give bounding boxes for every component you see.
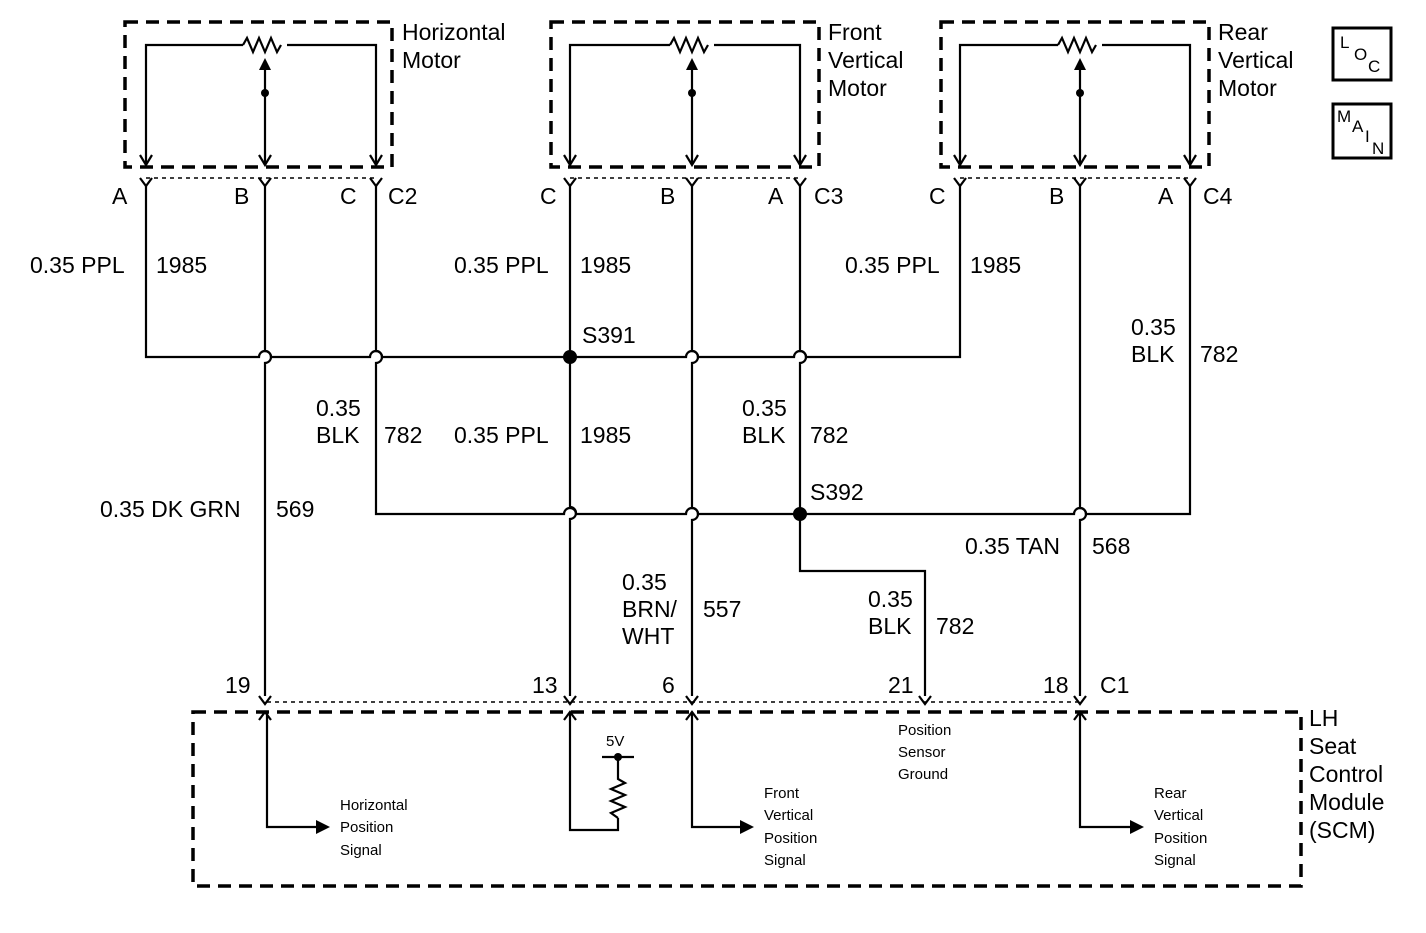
c2-pin-b: B [234,183,249,209]
rear-vertical-motor [939,20,1211,169]
main-badge: M A I N [1331,102,1393,160]
wire-tan-568 [1078,186,1088,696]
c1-pin-6: 6 [662,672,675,698]
connector-c1 [258,695,1087,721]
svg-text:O: O [1354,45,1367,64]
c3-name: C3 [814,183,843,209]
svg-text:M: M [1337,107,1351,126]
five-volt-label: 5V [606,733,624,750]
c3-pin-b: B [660,183,675,209]
front-vertical-motor [549,20,821,169]
wire-circuit-ppl-b: 1985 [580,252,631,278]
wire-blk-782 [374,186,1192,516]
horizontal-motor [123,20,394,169]
svg-text:N: N [1372,139,1384,158]
splice-s392-label: S392 [810,479,864,505]
wire-ppl-1985-module [568,186,578,696]
wire-ppl-1985 [144,186,962,359]
c1-pin-18: 18 [1043,672,1069,698]
wire-dkgrn-569 [263,186,273,696]
c1-pin-21: 21 [888,672,914,698]
wire-blk-782-module [798,186,927,696]
wire-circuit-blk-c: 782 [810,422,848,448]
wire-label-tan: 0.35 TAN [965,533,1060,559]
c2-pin-c: C [340,183,357,209]
svg-text:C: C [1368,57,1380,76]
wire-circuit-blk-d: 782 [936,613,974,639]
wire-label-ppl-c: 0.35 PPL [845,252,940,278]
wire-circuit-ppl-c: 1985 [970,252,1021,278]
c1-name: C1 [1100,672,1129,698]
wire-label-ppl-b: 0.35 PPL [454,252,549,278]
splice-s391-label: S391 [582,322,636,348]
wire-brnwht-557 [690,186,700,696]
wire-circuit-tan: 568 [1092,533,1130,559]
wire-circuit-blk-b: 782 [384,422,422,448]
wire-label-dkgrn: 0.35 DK GRN [100,496,241,522]
svg-text:A: A [1352,117,1364,136]
horizontal-signal-path [265,712,330,834]
svg-text:L: L [1340,33,1349,52]
wire-circuit-dkgrn: 569 [276,496,314,522]
c2-pin-a: A [112,183,128,209]
splice-s392 [793,507,807,521]
c4-pin-c: C [929,183,946,209]
wire-label-ppl-a: 0.35 PPL [30,252,125,278]
svg-text:I: I [1365,127,1370,146]
five-volt-pullup [568,712,634,832]
c4-pin-a: A [1158,183,1174,209]
splice-s391 [563,350,577,364]
wire-circuit-ppl-a: 1985 [156,252,207,278]
c4-pin-b: B [1049,183,1064,209]
front-signal-path [690,712,754,834]
c1-pin-13: 13 [532,672,558,698]
c2-name: C2 [388,183,417,209]
wire-circuit-ppl-d: 1985 [580,422,631,448]
wire-label-ppl-d: 0.35 PPL [454,422,549,448]
wire-circuit-brnwht: 557 [703,596,741,622]
module-box [191,710,1303,888]
c3-pin-c: C [540,183,557,209]
rear-signal-path [1078,712,1144,834]
wire-circuit-blk-a: 782 [1200,341,1238,367]
c4-name: C4 [1203,183,1233,209]
c1-pin-19: 19 [225,672,251,698]
loc-badge: L O C [1331,26,1393,82]
c3-pin-a: A [768,183,784,209]
